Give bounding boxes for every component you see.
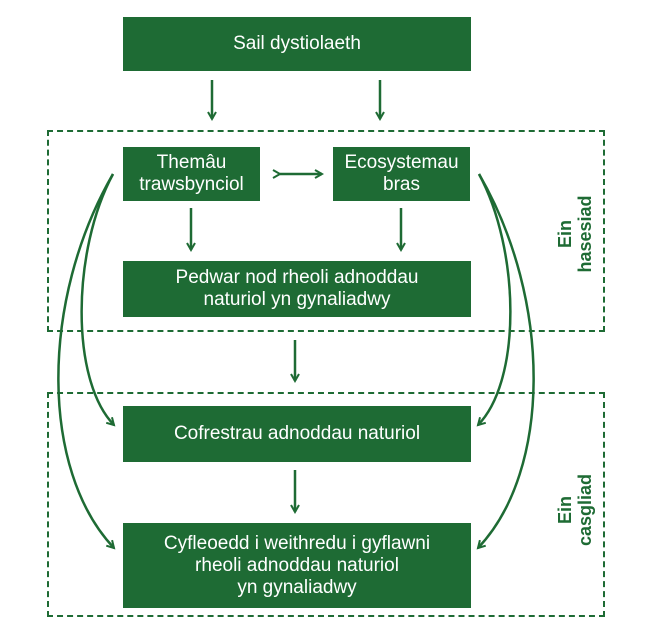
- conclusion-group-label: Ein casgliad: [555, 465, 599, 555]
- four-aims-label-line1: Pedwar nod rheoli adnoddau: [175, 267, 419, 288]
- four-aims-label-line2: naturiol yn gynaliadwy: [203, 289, 391, 310]
- assessment-label-line2: hasesiad: [575, 195, 595, 273]
- broad-ecosystems-label-line2: bras: [383, 174, 420, 195]
- natural-resource-registers-box: Cofrestrau adnoddau naturiol: [123, 406, 471, 462]
- curve-themes-to-opportunities: [57, 173, 114, 548]
- assessment-label-line1: Ein: [555, 220, 575, 249]
- broad-ecosystems-label-line1: Ecosystemau: [344, 152, 459, 173]
- conclusion-label-line2: casgliad: [575, 473, 595, 547]
- conclusion-label-line1: Ein: [555, 496, 575, 525]
- opportunities-box: Cyfleoedd i weithredu i gyflawni rheoli …: [123, 523, 471, 608]
- cross-cutting-themes-label-line1: Themâu: [156, 152, 227, 173]
- curve-ecosystems-to-registers: [478, 173, 512, 425]
- opportunities-label-line3: yn gynaliadwy: [237, 576, 357, 598]
- natural-resource-registers-label: Cofrestrau adnoddau naturiol: [173, 423, 421, 444]
- assessment-group: [47, 130, 605, 332]
- opportunities-label-line2: rheoli adnoddau naturiol: [195, 554, 399, 576]
- assessment-group-label: Ein hasesiad: [555, 189, 599, 279]
- cross-cutting-themes-box: Themâu trawsbynciol: [123, 147, 260, 201]
- evidence-base-label: Sail dystiolaeth: [233, 33, 361, 54]
- cross-cutting-themes-label-line2: trawsbynciol: [139, 174, 244, 195]
- curve-themes-to-registers: [80, 173, 114, 425]
- opportunities-label-line1: Cyfleoedd i weithredu i gyflawni: [163, 532, 431, 554]
- conclusion-group: [47, 392, 605, 617]
- four-aims-box: Pedwar nod rheoli adnoddau naturiol yn g…: [123, 261, 471, 317]
- curve-ecosystems-to-opportunities: [478, 173, 535, 548]
- broad-ecosystems-box: Ecosystemau bras: [333, 147, 470, 201]
- evidence-base-box: Sail dystiolaeth: [123, 17, 471, 71]
